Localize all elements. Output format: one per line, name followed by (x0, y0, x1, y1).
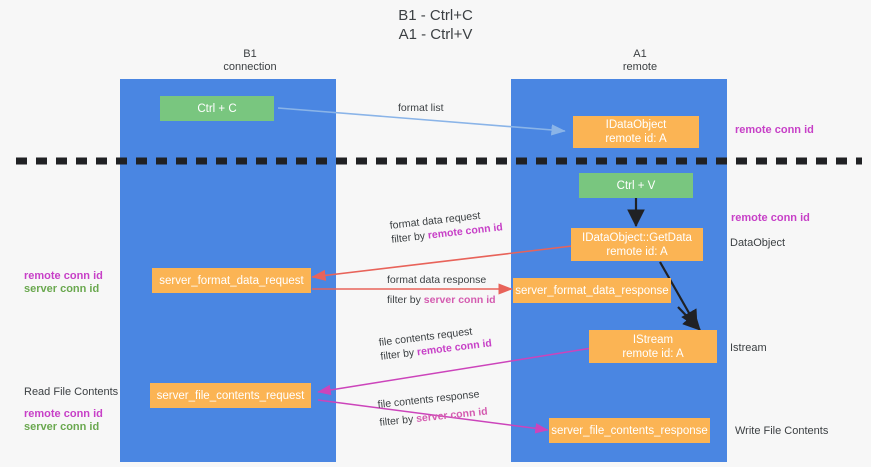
column-b1-name: B1 (243, 48, 257, 60)
node-getdata-line1: IDataObject::GetData (582, 231, 692, 244)
node-ctrl-c[interactable]: Ctrl + C (160, 96, 274, 121)
node-idataobject-line1: IDataObject (605, 119, 667, 131)
node-idataobject-line2: remote id: A (605, 133, 667, 145)
filter-prefix: filter by (379, 346, 418, 363)
filter-prefix: filter by (390, 229, 429, 246)
filter-key-server-conn-id: server conn id (423, 294, 496, 306)
edge-label-file-contents-request: file contents request filter by remote c… (378, 322, 493, 363)
node-istream-line2: remote id: A (622, 347, 684, 360)
page-title: B1 - Ctrl+C A1 - Ctrl+V (0, 6, 871, 44)
node-getdata[interactable]: IDataObject::GetData remote id: A (571, 228, 703, 261)
annotation-left-bottom-server-conn: server conn id (24, 421, 100, 433)
node-server-file-contents-response-label: server_file_contents_response (551, 424, 708, 437)
node-server-format-data-request-label: server_format_data_request (159, 274, 304, 287)
node-server-format-data-response[interactable]: server_format_data_response (513, 278, 671, 303)
column-a1-name: A1 (633, 48, 647, 60)
node-ctrl-v[interactable]: Ctrl + V (579, 173, 693, 198)
node-server-format-data-request[interactable]: server_format_data_request (152, 268, 311, 293)
annotation-right-getdata-remote-conn: remote conn id (731, 212, 810, 224)
annotation-right-top-remote-conn: remote conn id (735, 124, 814, 136)
filter-prefix: filter by (387, 294, 424, 306)
annotation-right-istream: Istream (730, 342, 767, 354)
node-idataobject[interactable]: IDataObject remote id: A (573, 116, 699, 148)
title-line-1: B1 - Ctrl+C (398, 7, 473, 24)
node-getdata-line2: remote id: A (606, 245, 668, 258)
column-header-b1: B1 connection (150, 48, 350, 74)
node-server-file-contents-request-label: server_file_contents_request (156, 389, 305, 402)
filter-key-server-conn-id: server conn id (415, 405, 489, 425)
node-server-format-data-response-label: server_format_data_response (515, 284, 669, 297)
node-server-file-contents-response[interactable]: server_file_contents_response (549, 418, 710, 443)
annotation-left-mid-remote-conn: remote conn id (24, 270, 103, 282)
annotation-left-read-file-contents: Read File Contents (24, 386, 119, 398)
column-a1-role: remote (622, 61, 658, 73)
filter-prefix: filter by (378, 413, 417, 429)
edge-label-format-list-text: format list (398, 102, 444, 114)
edge-label-format-list: format list (398, 101, 444, 115)
edge-label-format-data-response-filter: filter by server conn id (387, 293, 496, 307)
title-line-2: A1 - Ctrl+V (398, 26, 473, 43)
annotation-right-dataobject: DataObject (730, 237, 786, 249)
node-server-file-contents-request[interactable]: server_file_contents_request (150, 383, 311, 408)
node-istream[interactable]: IStream remote id: A (589, 330, 717, 363)
edge-label-format-data-response-text: format data response (387, 274, 487, 286)
node-istream-line1: IStream (632, 333, 674, 346)
node-ctrl-c-label: Ctrl + C (197, 102, 237, 115)
edge-label-format-data-response: format data response filter by server co… (387, 273, 496, 307)
edge-label-file-contents-response: file contents response filter by server … (377, 387, 488, 430)
annotation-left-bottom-remote-conn: remote conn id (24, 408, 103, 420)
column-header-a1: A1 remote (540, 48, 740, 74)
edge-label-format-data-request: format data request filter by remote con… (389, 206, 503, 247)
node-ctrl-v-label: Ctrl + V (616, 179, 656, 192)
annotation-right-write-file-contents: Write File Contents (735, 425, 829, 437)
annotation-left-mid-server-conn: server conn id (24, 283, 100, 295)
column-b1-role: connection (223, 61, 277, 73)
